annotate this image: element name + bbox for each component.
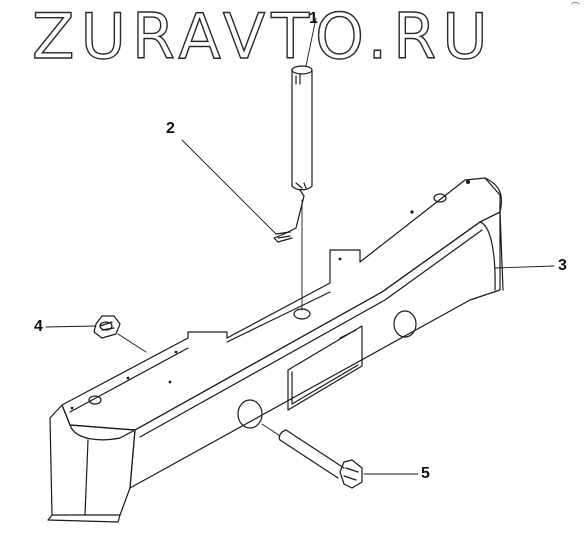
bolt-part-5 [261,423,363,489]
leader-lines [45,17,555,475]
bumper-top-hole [293,308,311,320]
nut-part-4 [93,315,147,353]
leader-4 [45,325,97,328]
callout-1: 1 [309,10,318,27]
corner-mark-icon: ⌒ [570,3,580,13]
callout-4: 4 [34,318,43,335]
bumper-top-face [61,177,501,431]
callout-5: 5 [421,465,430,482]
watermark-text: ZURAVTO.RU [31,0,494,73]
bumper-hole-left [237,399,263,429]
bumper-front-face [129,211,501,489]
leader-2 [181,139,277,235]
bumper-left-end [49,404,136,516]
clip-part-2 [273,189,305,243]
leader-1 [305,17,317,67]
callout-2: 2 [166,120,175,137]
callout-3: 3 [558,257,567,274]
tube-part-1 [291,65,313,311]
bumper [47,177,504,523]
leader-3 [494,265,555,269]
bumper-slot [287,325,363,411]
bumper-hole-right [393,310,417,338]
